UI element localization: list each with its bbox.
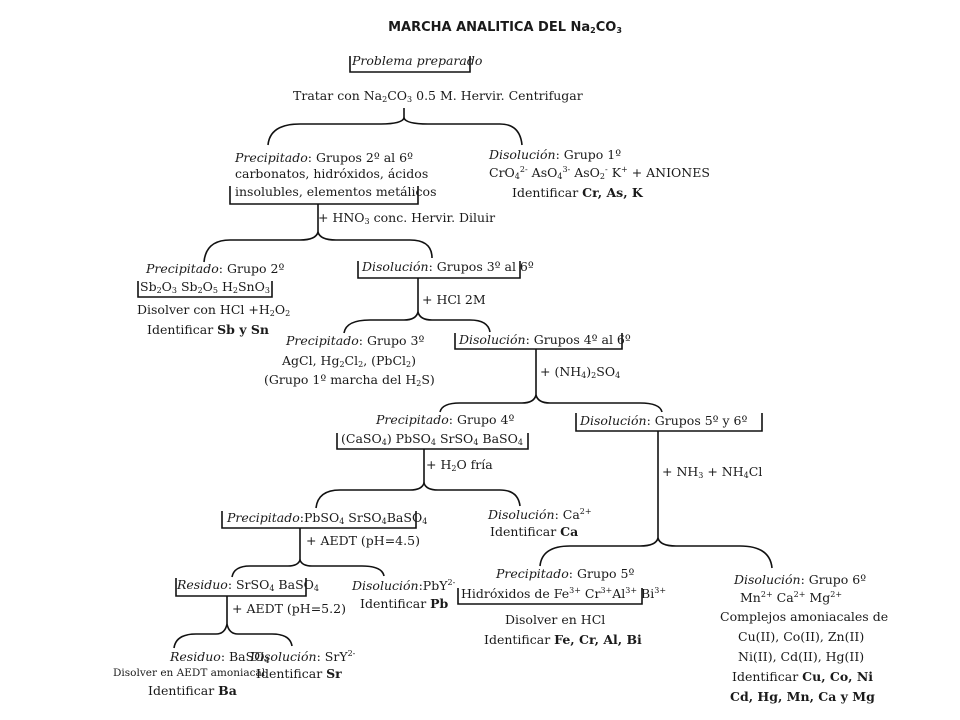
node-prec3-compounds: AgCl, Hg2Cl2, (PbCl2) — [282, 353, 416, 369]
step-aedt-5-2: + AEDT (pH=5.2) — [232, 601, 346, 616]
node-res1: Residuo: SrSO4 BaSO4 — [177, 577, 319, 593]
node-dis8-title: Disolución: Grupo 6º — [734, 572, 867, 587]
node-prec1-title: Precipitado: Grupos 2º al 6º — [235, 150, 413, 165]
node-dis4: Disolución: Grupos 5º y 6º — [580, 413, 748, 428]
node-dis7-title: Disolución: SrY2- — [250, 649, 356, 664]
node-dis8-list2: Ni(II), Cd(II), Hg(II) — [738, 649, 865, 664]
node-dis3: Disolución: Grupos 4º al 6º — [459, 332, 631, 347]
step-nh4so4: + (NH4)2SO4 — [540, 364, 621, 380]
node-res2-dissolve: Disolver en AEDT amoniacal — [113, 667, 266, 679]
step-h2o: + H2O fría — [426, 457, 493, 473]
bracket-prec2 — [137, 281, 273, 298]
node-prec6-compounds: Hidróxidos de Fe3+ Cr3+Al3+ Bi3+ — [461, 586, 667, 601]
node-prec2-identify: Identificar Sb y Sn — [147, 322, 270, 337]
node-dis8-complexes: Complejos amoniacales de — [720, 609, 889, 624]
node-prec6-title: Precipitado: Grupo 5º — [496, 566, 635, 581]
node-dis8-ions: Mn2+ Ca2+ Mg2+ — [740, 590, 843, 605]
node-prec1-line2: carbonatos, hidróxidos, ácidos — [235, 166, 429, 181]
node-dis6-identify: Identificar Pb — [360, 596, 449, 611]
node-prec2-title: Precipitado: Grupo 2º — [146, 261, 285, 276]
node-dis8-identify-2: Cd, Hg, Mn, Ca y Mg — [730, 689, 875, 704]
node-prec3-title: Precipitado: Grupo 3º — [286, 333, 425, 348]
node-prec2-compounds: Sb2O3 Sb2O5 H2SnO3 — [140, 279, 270, 295]
node-dis6-title: Disolución:PbY2- — [352, 578, 456, 593]
step-hcl: + HCl 2M — [422, 292, 486, 307]
node-dis7-identify: Identificar Sr — [256, 666, 342, 681]
node-res2-title: Residuo: BaSO4 — [170, 649, 270, 665]
node-problema: Problema preparado — [352, 53, 483, 68]
node-prec4-title: Precipitado: Grupo 4º — [376, 412, 515, 427]
step-tratar: Tratar con Na2CO3 0.5 M. Hervir. Centrif… — [293, 88, 583, 104]
node-dis5-identify: Identificar Ca — [490, 524, 579, 539]
node-prec3-note: (Grupo 1º marcha del H2S) — [264, 372, 435, 388]
bracket-prec6 — [457, 588, 643, 605]
step-nh3: + NH3 + NH4Cl — [662, 464, 763, 480]
node-res2-identify: Identificar Ba — [148, 683, 237, 698]
step-aedt-4-5: + AEDT (pH=4.5) — [306, 533, 420, 548]
node-prec4-compounds: (CaSO4) PbSO4 SrSO4 BaSO4 — [341, 431, 523, 447]
node-dis1-title: Disolución: Grupo 1º — [489, 147, 622, 162]
node-dis5-title: Disolución: Ca2+ — [488, 507, 592, 522]
title-formula: Na2CO3 — [570, 20, 622, 35]
bracket-problema — [349, 56, 471, 73]
node-dis8-identify: Identificar Cu, Co, Ni — [732, 669, 874, 684]
bracket-dis3 — [454, 333, 623, 350]
step-hno3: + HNO3 conc. Hervir. Diluir — [318, 210, 496, 226]
title-prefix: MARCHA ANALITICA DEL — [388, 20, 571, 35]
bracket-prec4 — [336, 433, 529, 450]
bracket-res1 — [175, 578, 307, 597]
bracket-prec1 — [229, 186, 419, 205]
bracket-prec5 — [221, 511, 417, 529]
node-prec2-dissolve: Disolver con HCl +H2O2 — [137, 302, 291, 318]
node-dis1-identify: Identificar Cr, As, K — [512, 185, 643, 200]
node-prec5: Precipitado:PbSO4 SrSO4BaSO4 — [227, 510, 428, 526]
node-prec1-line3: insolubles, elementos metálicos — [235, 184, 437, 199]
bracket-dis2 — [357, 261, 521, 279]
node-dis1-ions: CrO42- AsO43- AsO2- K+ + ANIONES — [489, 165, 710, 181]
diagram-title: MARCHA ANALITICA DEL Na2CO3 — [388, 20, 622, 36]
bracket-dis4 — [575, 413, 763, 432]
node-prec6-identify: Identificar Fe, Cr, Al, Bi — [484, 632, 642, 647]
node-dis2: Disolución: Grupos 3º al 6º — [362, 259, 534, 274]
node-prec6-dissolve: Disolver en HCl — [505, 612, 606, 627]
node-dis8-list1: Cu(II), Co(II), Zn(II) — [738, 629, 865, 644]
